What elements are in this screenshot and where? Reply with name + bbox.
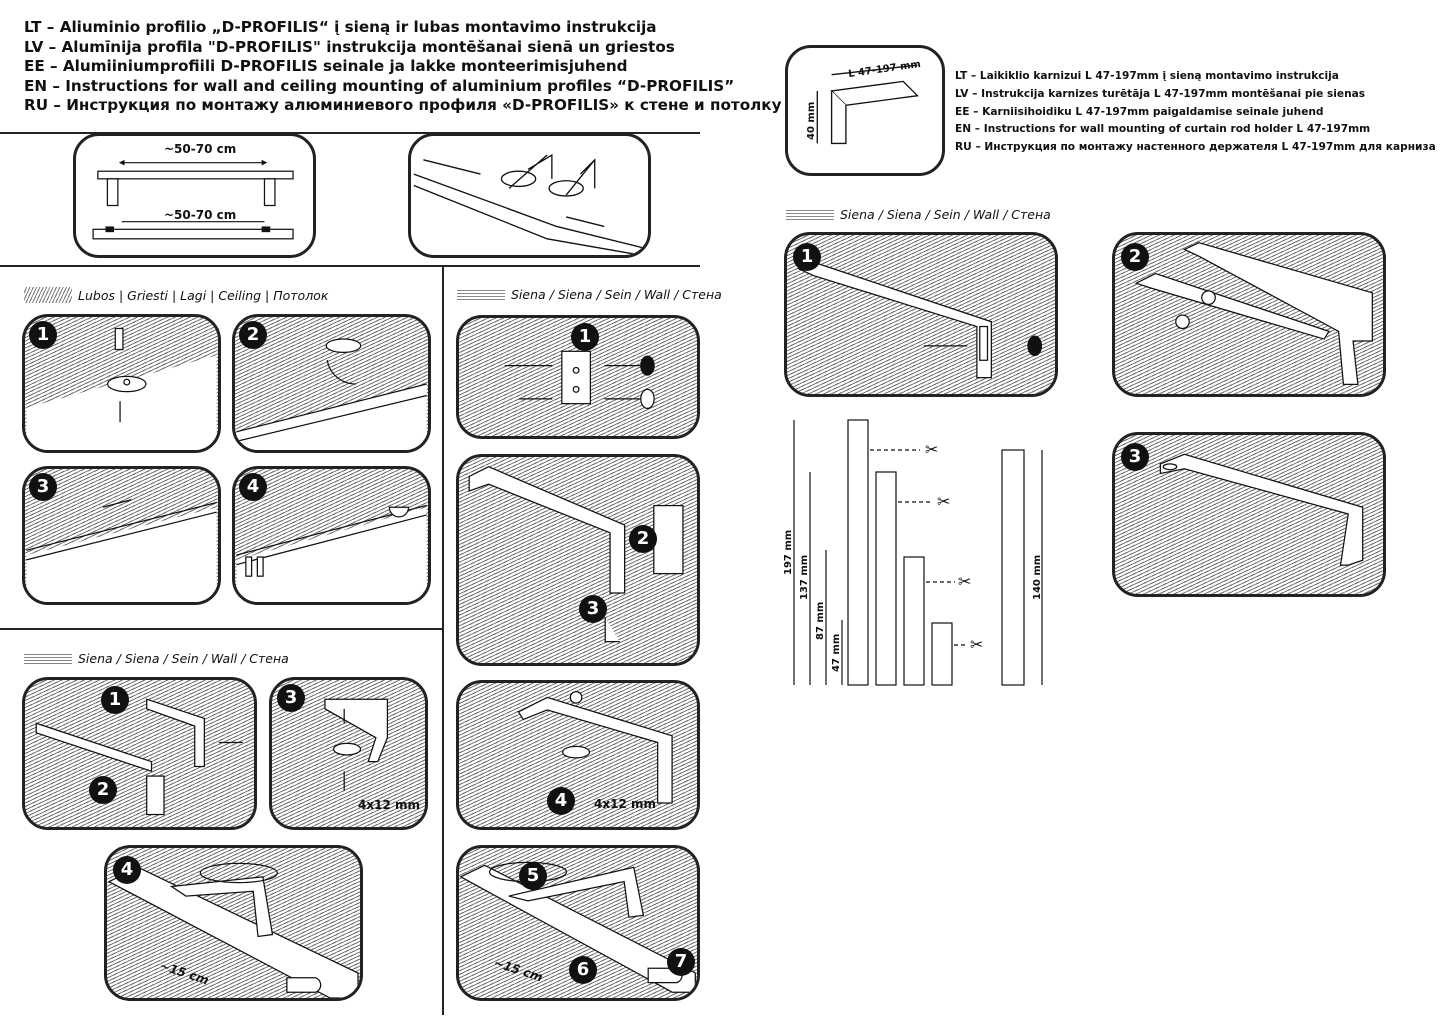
wall-lines-icon [457, 287, 505, 302]
section-wall-right: Siena / Siena / Sein / Wall / Стена [786, 207, 1051, 222]
wall-lines-icon [24, 651, 72, 666]
title-line-lt: LT – Aliuminio profilio „D-PROFILIS“ į s… [24, 18, 657, 36]
wall-step-4a-panel: 4 ~15 cm [104, 845, 363, 1001]
middle-step-5-7-panel: 5 6 7 ~15 cm [456, 845, 700, 1001]
length-label-140: 140 mm [1032, 554, 1043, 600]
scissors-icon: ✂ [958, 572, 972, 591]
section-wall-right-label: Siena / Siena / Sein / Wall / Стена [840, 207, 1051, 222]
step-badge: 1 [29, 321, 57, 349]
step-badge: 6 [569, 956, 597, 984]
holder-line-ru: RU – Инструкция по монтажу настенного де… [955, 141, 1436, 154]
step-badge: 3 [1121, 443, 1149, 471]
holder-length-diagram: ✂ ✂ ✂ ✂ 197 mm 137 mm 87 mm 47 mm 140 mm [780, 410, 1060, 695]
wall-step-1-2-panel: 1 2 [22, 677, 257, 830]
step-badge: 2 [629, 525, 657, 553]
length-label-137: 137 mm [799, 554, 810, 600]
divider-left-lower [0, 628, 443, 630]
ceiling-step-2-panel: 2 [232, 314, 431, 453]
middle-step-1-panel: 1 [456, 315, 700, 439]
holder-line-lv: LV – Instrukcija karnizes turētāja L 47-… [955, 87, 1366, 100]
holder-dimension-panel: L 47-197 mm 40 mm [785, 45, 945, 176]
spacing-label-top: ~50-70 cm [164, 142, 237, 156]
step-badge: 4 [239, 473, 267, 501]
intro-joining-panel [408, 133, 651, 258]
middle-step-2-3-panel: 2 3 [456, 454, 700, 666]
holder-instruction-title: LT – Laikiklio karnizui L 47-197mm į sie… [955, 68, 1436, 157]
intro-spacing-panel: ~50-70 cm ~50-70 cm [73, 133, 316, 258]
holder-step-2-panel: 2 [1112, 232, 1386, 397]
scissors-icon: ✂ [937, 492, 951, 511]
section-wall-left-label: Siena / Siena / Sein / Wall / Стена [78, 651, 289, 666]
holder-line-ee: EE – Karniisihoidiku L 47-197mm paigalda… [955, 105, 1324, 118]
wall-lines-icon [786, 207, 834, 222]
step-badge: 7 [667, 948, 695, 976]
divider-vertical [442, 265, 444, 1015]
ceiling-step-4-panel: 4 [232, 466, 431, 605]
step-badge: 2 [239, 321, 267, 349]
wall-step-3a-panel: 3 4x12 mm [269, 677, 428, 830]
scissors-icon: ✂ [925, 440, 939, 459]
length-label-87: 87 mm [815, 601, 826, 640]
main-instruction-title: LT – Aliuminio profilio „D-PROFILIS“ į s… [24, 18, 781, 116]
spacing-label-bottom: ~50-70 cm [164, 208, 237, 222]
holder-step-1-panel: 1 [784, 232, 1058, 397]
step-badge: 5 [519, 862, 547, 890]
step-badge: 1 [101, 686, 129, 714]
step-badge: 3 [579, 595, 607, 623]
length-label-197: 197 mm [783, 529, 794, 575]
step-badge: 3 [277, 684, 305, 712]
step-badge: 1 [571, 323, 599, 351]
holder-step-3-panel: 3 [1112, 432, 1386, 597]
step-badge: 2 [1121, 243, 1149, 271]
ceiling-step-1-panel: 1 [22, 314, 221, 453]
middle-step-4-panel: 4 4x12 mm [456, 680, 700, 830]
section-wall-middle-label: Siena / Siena / Sein / Wall / Стена [511, 287, 722, 302]
length-label-47: 47 mm [831, 633, 842, 672]
title-line-ru: RU – Инструкция по монтажу алюминиевого … [24, 96, 782, 114]
title-line-ee: EE – Alumiiniumprofiili D-PROFILIS seina… [24, 57, 628, 75]
divider-middle-horizontal [0, 265, 700, 267]
title-line-en: EN – Instructions for wall and ceiling m… [24, 76, 735, 95]
screw-size-label: 4x12 mm [358, 798, 420, 812]
section-ceiling: Lubos | Griesti | Lagi | Ceiling | Потол… [24, 287, 328, 303]
ceiling-step-3-panel: 3 [22, 466, 221, 605]
holder-height-label: 40 mm [806, 101, 817, 140]
scissors-icon: ✂ [970, 635, 984, 654]
step-badge: 3 [29, 473, 57, 501]
section-wall-left: Siena / Siena / Sein / Wall / Стена [24, 651, 289, 666]
section-ceiling-label: Lubos | Griesti | Lagi | Ceiling | Потол… [78, 287, 329, 303]
title-line-lv: LV – Alumīnija profila "D-PROFILIS" inst… [24, 37, 675, 56]
section-wall-middle: Siena / Siena / Sein / Wall / Стена [457, 287, 722, 302]
screw-size-label: 4x12 mm [594, 797, 656, 811]
step-badge: 2 [89, 776, 117, 804]
holder-line-en: EN – Instructions for wall mounting of c… [955, 123, 1371, 136]
hatch-icon [24, 287, 72, 303]
step-badge: 1 [793, 243, 821, 271]
holder-line-lt: LT – Laikiklio karnizui L 47-197mm į sie… [955, 70, 1339, 82]
step-badge: 4 [547, 787, 575, 815]
divider-top [0, 132, 700, 134]
step-badge: 4 [113, 856, 141, 884]
